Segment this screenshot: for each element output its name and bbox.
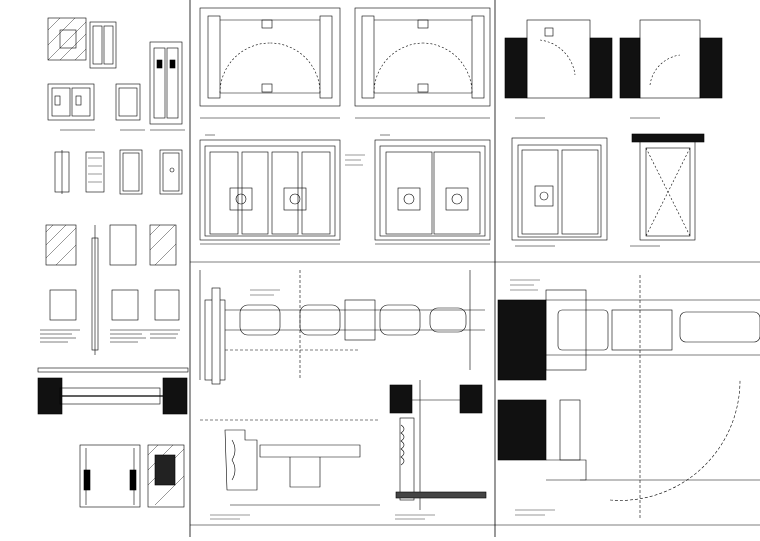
middle-plans (199, 7, 491, 136)
sheet-borders (189, 0, 760, 537)
right-plans (504, 19, 723, 119)
right-elevations (511, 133, 705, 247)
left-column-details (37, 17, 189, 508)
middle-section-detail (199, 270, 487, 520)
right-section-detail (497, 275, 760, 520)
middle-elevations (199, 139, 491, 245)
